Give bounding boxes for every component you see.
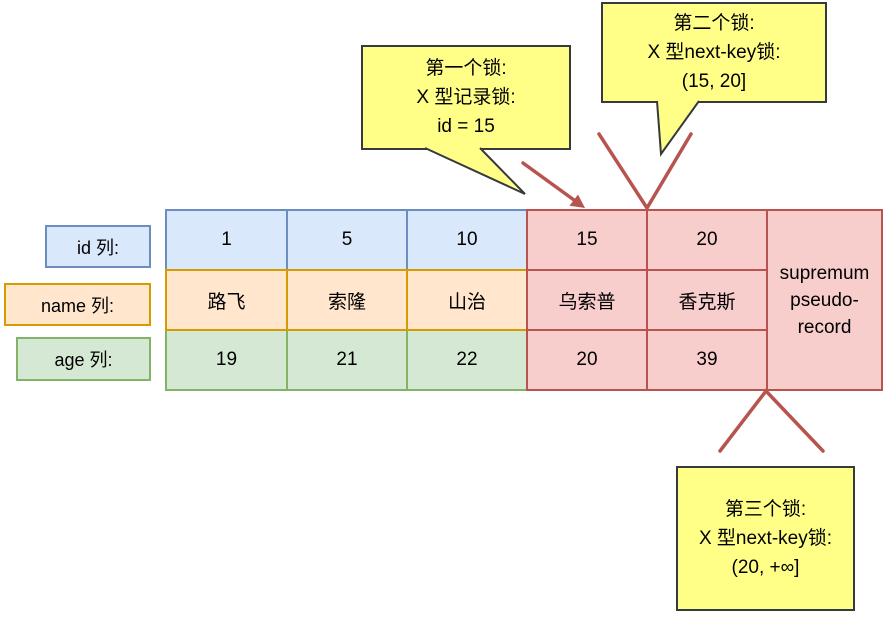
callout-line: X 型next-key锁:: [698, 528, 833, 549]
table-cell: 乌索普: [526, 269, 648, 331]
table-cell: 39: [646, 329, 768, 391]
table-cell: 22: [406, 329, 528, 391]
callout-line: 第二个锁:: [673, 13, 755, 34]
record-lock-arrowhead: [569, 194, 585, 208]
table-cell: 15: [526, 209, 648, 271]
table-cell: 5: [286, 209, 408, 271]
callout-second-tail: [656, 100, 700, 157]
callout-line: 第一个锁:: [425, 58, 507, 79]
table-cell: 山治: [406, 269, 528, 331]
supremum-cell: supremum pseudo- record: [766, 209, 883, 391]
supremum-lock-v-connector: [718, 388, 825, 453]
table-cell: 10: [406, 209, 528, 271]
table-cell: 21: [286, 329, 408, 391]
record-lock-arrow: [521, 161, 576, 202]
table-cell: 20: [646, 209, 768, 271]
callout-line: id = 15: [437, 116, 495, 137]
table-cell: 路飞: [165, 269, 288, 331]
callout-line: X 型next-key锁:: [647, 42, 781, 63]
table-cell: 1: [165, 209, 288, 271]
table-cell: 20: [526, 329, 648, 391]
callout-second-tail: [657, 100, 699, 153]
callout-first-tail: [425, 147, 525, 194]
next-key-lock-v-connector: [597, 132, 693, 212]
row-label-id: id 列:: [45, 225, 151, 268]
callout-line: X 型记录锁:: [416, 87, 516, 108]
callout-line: (15, 20]: [681, 71, 747, 92]
table-cell: 19: [165, 329, 288, 391]
callout-first-lock: 第一个锁: X 型记录锁: id = 15: [361, 45, 571, 150]
supremum-line: record: [797, 316, 852, 338]
row-label-name: name 列:: [4, 283, 151, 326]
row-label-age: age 列:: [16, 337, 151, 381]
callout-line: 第三个锁:: [724, 499, 807, 520]
row-label-name-text: name 列:: [40, 295, 115, 316]
table-cell: 索隆: [286, 269, 408, 331]
callout-second-lock: 第二个锁: X 型next-key锁: (15, 20]: [601, 2, 827, 103]
supremum-line: pseudo-: [790, 289, 859, 311]
callout-third-lock: 第三个锁: X 型next-key锁: (20, +∞]: [676, 466, 855, 611]
row-label-id-text: id 列:: [76, 237, 119, 258]
callout-line: (20, +∞]: [731, 557, 800, 578]
row-label-age-text: age 列:: [54, 350, 113, 370]
callout-first-tail: [424, 147, 526, 195]
table-cell: 香克斯: [646, 269, 768, 331]
supremum-line: supremum: [779, 262, 870, 284]
